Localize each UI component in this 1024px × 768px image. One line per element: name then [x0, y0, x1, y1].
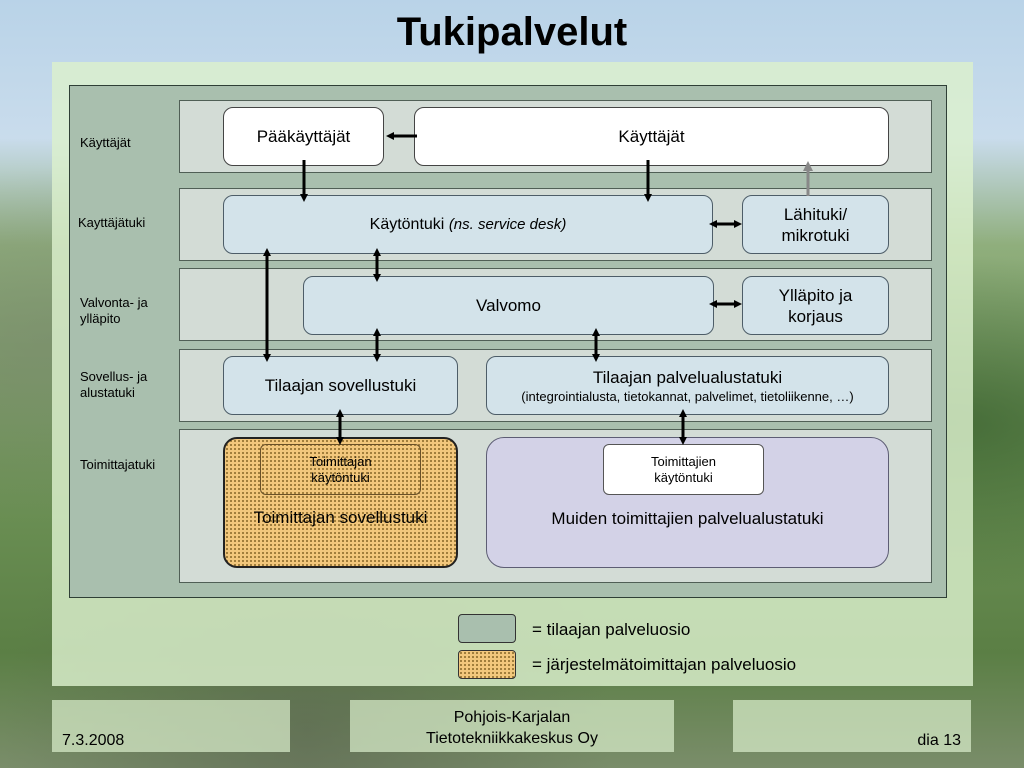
footer-org-line1: Pohjois-Karjalan — [453, 709, 571, 726]
row-label-sovellustuki: Sovellus- ja alustatuki — [80, 369, 148, 400]
tilaajan-sovellustuki-box: Tilaajan sovellustuki — [223, 356, 458, 415]
legend-text-toimittaja: = järjestelmätoimittajan palveluosio — [532, 655, 797, 674]
footer-left-box — [52, 700, 290, 752]
tilaajan-palvelualustatuki-box: Tilaajan palvelualustatuki (integrointia… — [486, 356, 889, 415]
paakayttajat-box: Pääkäyttäjät — [223, 107, 384, 166]
footer-org: Pohjois-Karjalan Tietotekniikkakeskus Oy — [350, 707, 674, 749]
tilaajan-palvelualustatuki-sub: (integrointialusta, tietokannat, palveli… — [521, 388, 854, 404]
footer-slide-number: dia 13 — [917, 732, 961, 749]
toimittajan-sovellustuki-label: Toimittajan sovellustuki — [253, 508, 428, 527]
lahituki-box: Lähituki/ mikrotuki — [742, 195, 889, 254]
footer-date: 7.3.2008 — [62, 732, 125, 749]
kaytontuki-label: Käytöntuki — [369, 216, 445, 233]
row-label-toimittajatuki: Toimittajatuki — [80, 457, 156, 472]
toimittajien-kaytontuki-box: Toimittajien käytöntuki — [603, 444, 764, 495]
yllapito-box: Ylläpito ja korjaus — [742, 276, 889, 335]
row-label-valvonta: Valvonta- ja ylläpito — [80, 295, 148, 326]
muiden-palvelualustatuki-label: Muiden toimittajien palvelualustatuki — [551, 509, 824, 528]
service-desk-note: (ns. service desk) — [448, 216, 567, 233]
kaytontuki-box: Käytöntuki (ns. service desk) — [223, 195, 713, 254]
valvomo-box: Valvomo — [303, 276, 714, 335]
legend-swatch-tilaaja — [458, 614, 516, 643]
footer-center-box — [350, 700, 674, 752]
legend-text-tilaaja: = tilaajan palveluosio — [532, 620, 691, 639]
slide-title: Tukipalvelut — [396, 10, 628, 54]
footer-org-line2: Tietotekniikkakeskus Oy — [426, 730, 598, 747]
toimittajan-sovellustuki-box: Toimittajan sovellustuki — [223, 437, 458, 568]
kayttajat-box: Käyttäjät — [414, 107, 889, 166]
footer-right-box — [733, 700, 971, 752]
row-label-kayttajat: Käyttäjät — [80, 135, 131, 150]
row-label-kayttajatuki: Kayttäjätuki — [78, 215, 146, 230]
legend-swatch-toimittaja — [458, 650, 516, 679]
tilaajan-palvelualustatuki-label: Tilaajan palvelualustatuki — [592, 367, 783, 387]
